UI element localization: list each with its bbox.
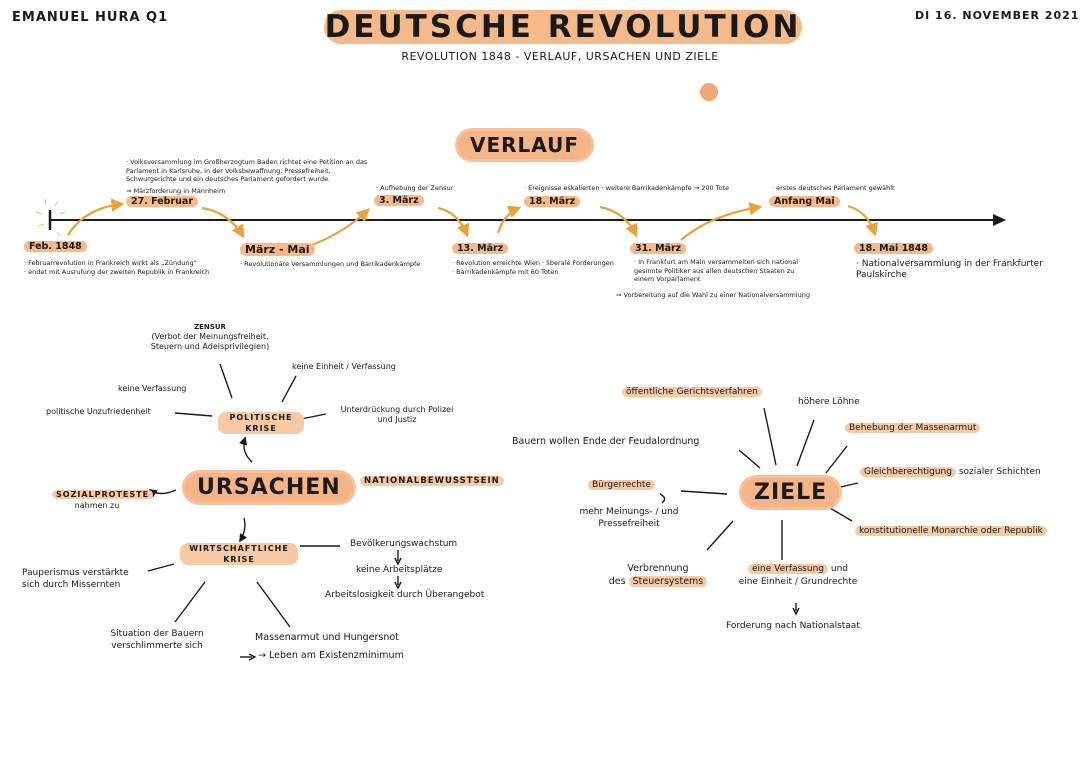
event-note: · erstes deutsches Parlament gewählt [772,184,895,192]
event-date-13-maerz: 13. März [452,243,509,254]
ziele-heading: ZIELE [742,478,840,507]
zensur-note: ZENSUR (Verbot der Meinungsfreiheit, Ste… [150,323,270,351]
wirtschaftliche-krise-label: WIRTSCHAFTLICHE KRISE [180,543,298,565]
event-note: ⇒ Vorbereitung auf die Wahl zu einer Nat… [616,291,811,299]
massenarmut-note: Massenarmut und Hungersnot [255,632,399,643]
event-date-3-maerz: 3. März [374,195,424,206]
page-subtitle: REVOLUTION 1848 - VERLAUF, URSACHEN UND … [401,50,719,63]
ziel-steuersystem: Verbrennung des Steuersystems [598,562,718,588]
event-note: · In Frankfurt am Main versammelten sich… [634,258,799,283]
unzufriedenheit-note: politische Unzufriedenheit [46,407,151,416]
ziel-nationalstaat: Forderung nach Nationalstaat [726,621,860,631]
ziel-gleichberechtigung: Gleichberechtigung sozialer Schichten [860,467,1041,477]
nationalbewusstsein-label: NATIONALBEWUSSTSEIN [360,476,504,486]
event-note: · Volksversammlung im Großherzogtum Bade… [126,158,368,195]
ziel-verfassung-einheit: eine Verfassung und eine Einheit / Grund… [738,564,858,587]
ziel-buergerrechte: Bürgerrechte [588,480,655,490]
chain-step-1: Bevölkerungswachstum [350,539,458,549]
verlauf-heading: VERLAUF [458,131,592,159]
event-note: · Aufhebung der Zensur [376,184,454,192]
ziel-feudalordnung: Bauern wollen Ende der Feudalordnung [512,436,700,447]
keine-verfassung-note: keine Verfassung [118,384,187,393]
event-note: · Nationalversammlung in der Frankfurter… [856,259,1043,280]
page-title: DEUTSCHE REVOLUTION [324,9,802,45]
keine-einheit-note: keine Einheit / Verfassung [292,362,396,371]
event-date-18-maerz: 18. März [524,196,581,207]
ursachen-heading: URSACHEN [185,473,353,502]
sozialproteste-note: SOZIALPROTESTE nahmen zu [52,482,154,511]
chain-step-2: keine Arbeitsplätze [356,565,443,575]
politische-krise-label: POLITISCHE KRISE [218,412,304,434]
event-note: · Ereignisse eskalierten · weitere Barri… [524,184,730,192]
bauern-situation-note: Situation der Bauern verschlimmerte sich [110,629,204,651]
ziel-massenarmut: Behebung der Massenarmut [845,423,981,433]
ziel-gerichtsverfahren: öffentliche Gerichtsverfahren [622,387,762,397]
event-note: · Revolutionäre Versammlungen und Barrik… [240,260,421,268]
chain-step-3: Arbeitslosigkeit durch Überangebot [325,590,485,600]
existenzminimum-note: → Leben am Existenzminimum [258,650,404,661]
unterdrueckung-note: Unterdrückung durch Polizei und Justiz [340,405,454,424]
ziel-monarchie-republik: konstitutionelle Monarchie oder Republik [855,526,1047,536]
event-date-feb-1848: Feb. 1848 [24,241,87,252]
author-label: EMANUEL HURA Q1 [12,10,169,25]
event-date-18-mai-1848: 18. Mai 1848 [854,243,934,254]
event-note: · Revolution erreichte Wien · liberale F… [452,259,614,276]
date-label: DI 16. NOVEMBER 2021 [915,9,1080,22]
event-date-anfang-mai: Anfang Mai [769,196,840,207]
pauperismus-note: Pauperismus verstärkte sich durch Misser… [22,568,129,590]
event-date-27-februar: 27. Februar [126,196,199,207]
title-highlight [324,10,802,44]
ziel-meinungsfreiheit: mehr Meinungs- / und Pressefreiheit [579,507,679,529]
ziel-hoehere-loehne: höhere Löhne [798,397,860,407]
event-date-maerz-mai: März - Mai [240,243,315,256]
event-date-31-maerz: 31. März [630,243,687,254]
event-note: · Februarrevolution in Frankreich wirkt … [24,259,210,276]
